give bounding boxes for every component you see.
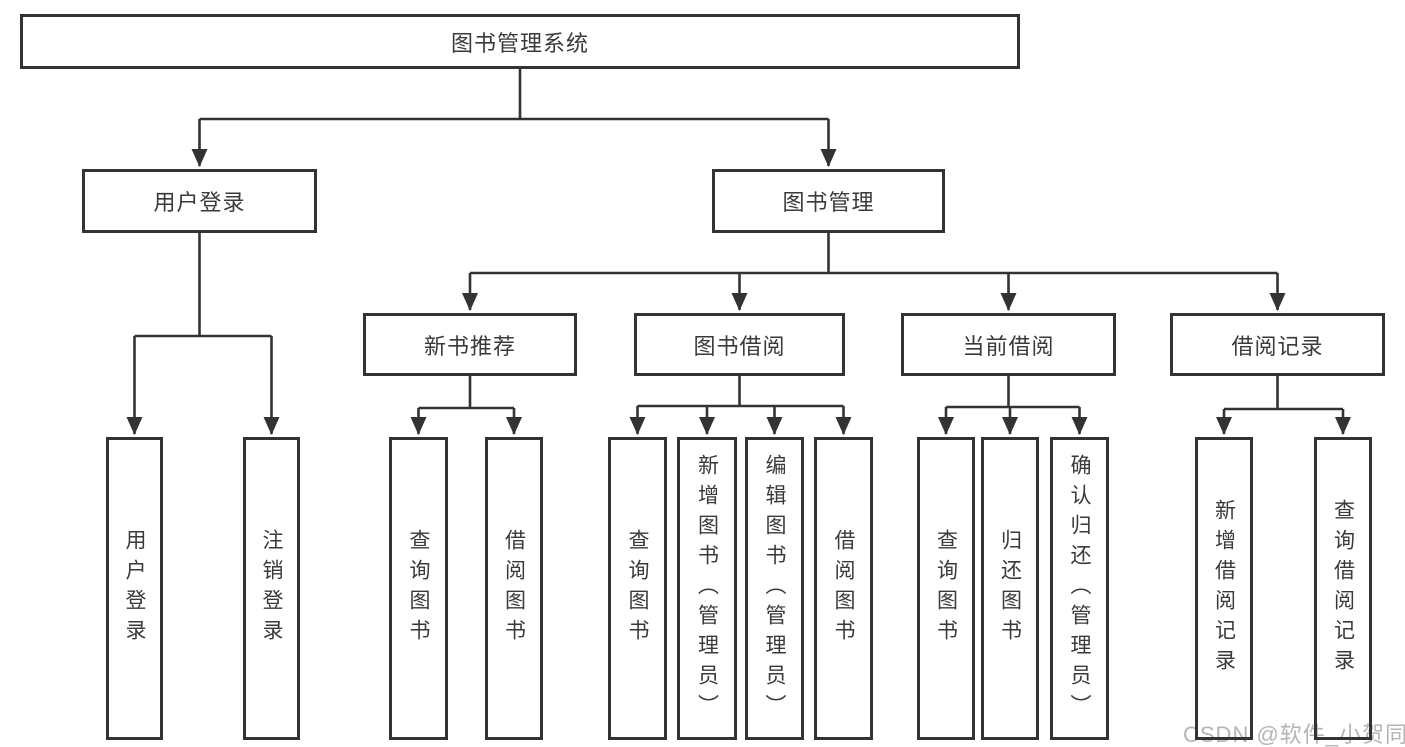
node-current-borrow: 当前借阅 (901, 313, 1116, 376)
leaf-edit-books-admin: 编辑图书（管理员） (745, 437, 804, 740)
node-borrow-records: 借阅记录 (1170, 313, 1385, 376)
leaf-query-books-borrow: 查询图书 (608, 437, 667, 740)
leaf-query-books-current: 查询图书 (917, 437, 975, 740)
node-root: 图书管理系统 (20, 14, 1020, 69)
node-book-management: 图书管理 (712, 169, 945, 233)
node-new-book-recommend: 新书推荐 (363, 313, 577, 376)
leaf-query-books-recommend: 查询图书 (389, 437, 448, 740)
node-new-book-recommend-label: 新书推荐 (423, 333, 516, 359)
leaf-return-books: 归还图书 (981, 437, 1039, 740)
node-book-borrow-label: 图书借阅 (693, 333, 786, 359)
leaf-user-login: 用户登录 (106, 437, 163, 740)
node-book-borrow: 图书借阅 (634, 313, 845, 376)
csdn-watermark: CSDN @软件_小贺同学 (1183, 722, 1405, 747)
node-borrow-records-label: 借阅记录 (1231, 333, 1324, 359)
leaf-borrow-books: 借阅图书 (814, 437, 873, 740)
leaf-add-books-admin: 新增图书（管理员） (677, 437, 737, 740)
leaf-query-borrow-record: 查询借阅记录 (1314, 437, 1372, 740)
node-current-borrow-label: 当前借阅 (962, 333, 1055, 359)
leaf-confirm-return-admin: 确认归还（管理员） (1050, 437, 1109, 740)
node-root-label: 图书管理系统 (450, 30, 589, 56)
node-book-management-label: 图书管理 (782, 190, 875, 215)
leaf-add-borrow-record: 新增借阅记录 (1195, 437, 1253, 740)
node-user-login: 用户登录 (82, 169, 317, 233)
leaf-borrow-books-recommend: 借阅图书 (485, 437, 543, 740)
leaf-logout: 注销登录 (243, 437, 300, 740)
node-user-login-label: 用户登录 (153, 190, 246, 215)
